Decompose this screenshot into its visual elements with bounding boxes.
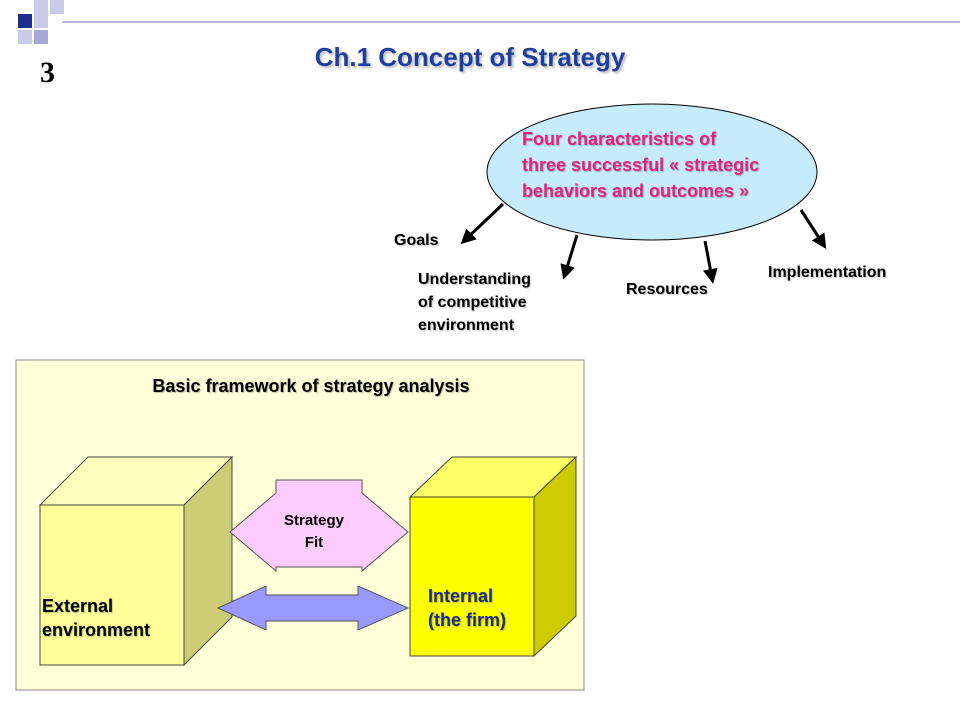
- characteristics-heading-line: Four characteristics of: [522, 129, 717, 149]
- fit-line: Fit: [304, 534, 324, 551]
- label-line: Understanding: [418, 271, 531, 288]
- characteristics-heading: Four characteristics of three successful…: [522, 126, 822, 204]
- label-line: Resources: [626, 281, 708, 298]
- label-line: Implementation: [768, 264, 887, 281]
- label-line: environment: [418, 317, 515, 334]
- fit-line: Strategy: [283, 512, 345, 529]
- strategy-fit-label: Strategy Fit: [264, 510, 364, 554]
- arrow-goals: [460, 202, 505, 245]
- strategy-fit-arrow: [229, 479, 409, 573]
- arrow-understanding: [560, 234, 579, 280]
- label-line: of competitive: [418, 294, 527, 311]
- internal-label: Internal (the firm): [428, 584, 506, 632]
- internal-line: (the firm): [428, 610, 506, 630]
- corner-decoration: [18, 0, 960, 44]
- link-arrow: [216, 585, 410, 631]
- label-line: Goals: [394, 232, 439, 249]
- label-implementation: Implementation: [768, 262, 886, 284]
- external-box: [38, 455, 234, 667]
- external-line: environment: [42, 620, 151, 640]
- arrow-resources: [702, 240, 718, 284]
- characteristics-heading-line: behaviors and outcomes »: [522, 181, 750, 201]
- label-resources: Resources: [626, 279, 708, 301]
- characteristics-oval: [486, 103, 818, 241]
- arrow-implementation: [799, 209, 827, 250]
- page-number: 3: [40, 56, 55, 89]
- framework-title: Basic framework of strategy analysis: [152, 376, 470, 396]
- external-line: External: [42, 596, 114, 616]
- label-goals: Goals: [394, 230, 438, 252]
- label-understanding: Understanding of competitive environment: [418, 268, 531, 337]
- slide-title: Ch.1 Concept of Strategy: [314, 42, 626, 72]
- external-label: External environment: [42, 594, 150, 642]
- internal-line: Internal: [428, 586, 494, 606]
- characteristics-heading-line: three successful « strategic: [522, 155, 760, 175]
- internal-box: [408, 455, 578, 658]
